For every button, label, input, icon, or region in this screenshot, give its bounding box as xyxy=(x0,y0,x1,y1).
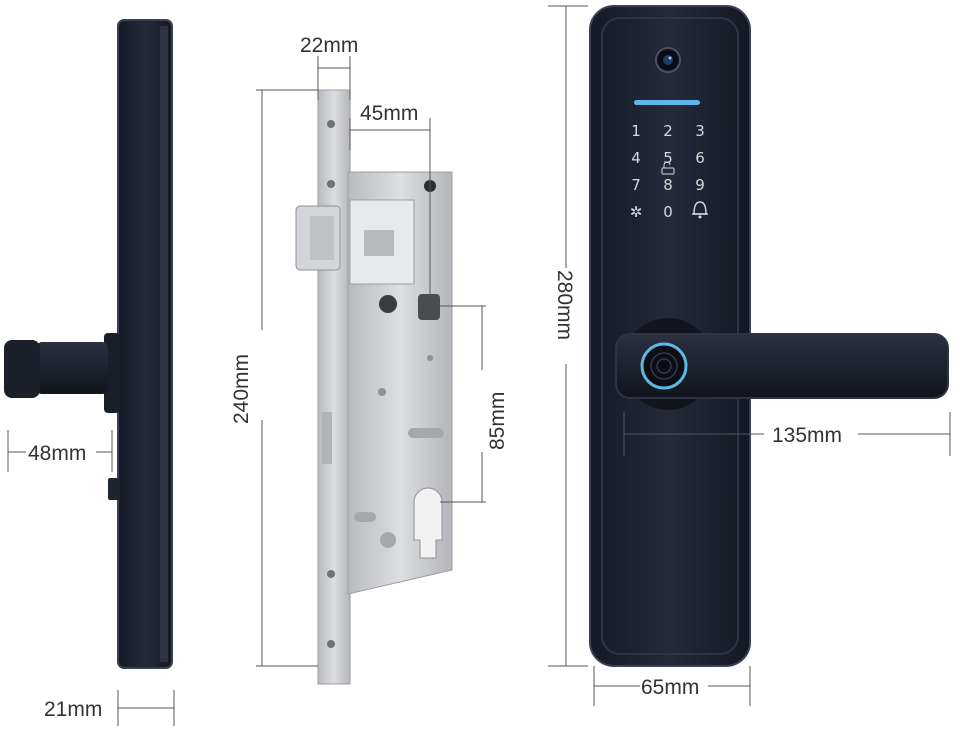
side-view xyxy=(4,19,173,669)
keypad-indicator-bar xyxy=(634,100,700,105)
key-3[interactable]: 3 xyxy=(695,122,705,140)
key-8[interactable]: 8 xyxy=(663,176,673,194)
dimension-label-22mm: 22mm xyxy=(300,34,358,57)
side-small-button xyxy=(108,478,120,500)
key-9[interactable]: 9 xyxy=(695,176,705,194)
key-4[interactable]: 4 xyxy=(631,149,641,167)
key-0[interactable]: 0 xyxy=(663,203,673,221)
cylinder-cutout xyxy=(413,487,443,559)
mortise-rivet xyxy=(427,355,433,361)
mortise-slot xyxy=(354,512,376,522)
mortise-hole-small xyxy=(379,295,397,313)
handle-lever xyxy=(615,333,949,399)
dimension-135mm: 135mm xyxy=(623,412,951,456)
key-7[interactable]: 7 xyxy=(631,176,641,194)
mortise-spring xyxy=(364,230,394,256)
front-view: 1 2 3 4 5 6 7 8 9 ✲ 0 xyxy=(589,5,949,667)
keypad: 1 2 3 4 5 6 7 8 9 ✲ 0 xyxy=(630,122,708,221)
mortise-view xyxy=(295,89,453,685)
camera-icon xyxy=(655,47,681,73)
dimension-label-280mm: 280mm xyxy=(553,270,576,340)
dimension-280mm: 280mm xyxy=(548,5,588,667)
faceplate-screw xyxy=(327,180,335,188)
door-handle[interactable] xyxy=(615,318,949,410)
bell-icon[interactable] xyxy=(692,201,708,219)
dimension-label-21mm: 21mm xyxy=(44,698,102,721)
dimension-label-65mm: 65mm xyxy=(641,676,699,699)
fingerprint-icon[interactable] xyxy=(640,342,688,390)
side-handle xyxy=(36,342,108,394)
faceplate-screw xyxy=(327,640,335,648)
dimension-240mm: 240mm xyxy=(230,89,318,667)
mortise-hole xyxy=(380,532,396,548)
key-star[interactable]: ✲ xyxy=(630,203,643,221)
dimension-45mm: 45mm xyxy=(349,102,431,300)
dimension-label-135mm: 135mm xyxy=(772,424,842,447)
dimension-22mm: 22mm xyxy=(300,34,358,100)
latch-bolt-face xyxy=(310,216,334,260)
faceplate-slot xyxy=(322,412,332,464)
dimension-85mm: 85mm xyxy=(440,305,509,503)
spindle-hole xyxy=(418,294,440,320)
faceplate-screw xyxy=(327,570,335,578)
key-5[interactable]: 5 xyxy=(663,149,673,167)
faceplate-screw xyxy=(327,120,335,128)
side-lock-edge xyxy=(160,26,168,662)
unlock-icon xyxy=(661,161,675,175)
dimension-label-240mm: 240mm xyxy=(230,354,253,424)
key-1[interactable]: 1 xyxy=(631,122,641,140)
dimension-65mm: 65mm xyxy=(593,666,751,706)
mortise-faceplate xyxy=(317,89,351,685)
key-6[interactable]: 6 xyxy=(695,149,705,167)
key-2[interactable]: 2 xyxy=(663,122,673,140)
mortise-slot xyxy=(408,428,444,438)
side-handle-tip xyxy=(4,340,40,398)
dimension-label-48mm: 48mm xyxy=(28,442,86,465)
dimension-48mm: 48mm xyxy=(7,430,113,472)
dimension-label-85mm: 85mm xyxy=(486,392,509,450)
dimension-21mm: 21mm xyxy=(44,690,175,726)
dimension-label-45mm: 45mm xyxy=(360,102,418,125)
mortise-rivet xyxy=(378,388,386,396)
